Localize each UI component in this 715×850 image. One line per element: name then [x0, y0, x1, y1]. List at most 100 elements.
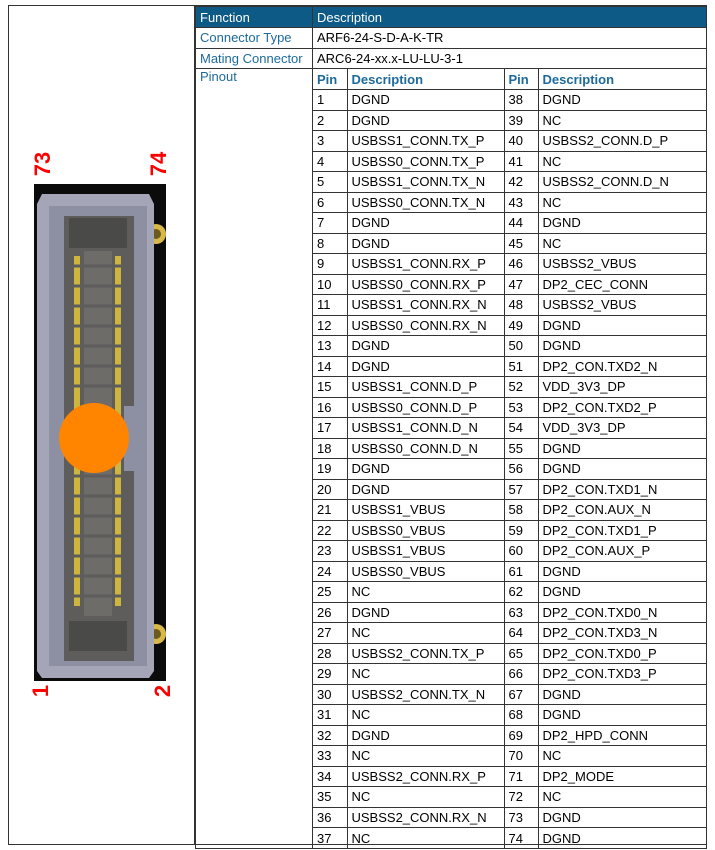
pin-number: 20	[313, 478, 348, 500]
spec-table: Function Description Connector Type ARF6…	[195, 6, 707, 849]
pin-description: DP2_CON.TXD1_N	[537, 478, 706, 500]
pin-number: 33	[313, 745, 348, 767]
pin-number: 37	[313, 827, 348, 848]
pin-description: DP2_CON.TXD0_P	[537, 642, 706, 664]
desc-header: Description	[537, 69, 706, 90]
pin-number: 57	[503, 478, 539, 500]
pin-number: 48	[503, 294, 539, 316]
pin-description: DP2_MODE	[537, 765, 706, 787]
pin-description: NC	[537, 191, 706, 213]
pin-number: 11	[313, 294, 348, 316]
pin-description: USBSS0_VBUS	[346, 560, 505, 582]
pin-description: DGND	[537, 437, 706, 459]
pin-description: DGND	[346, 355, 505, 377]
pin-description: DP2_CON.TXD3_P	[537, 663, 706, 685]
pin-description: USBSS2_CONN.RX_N	[346, 806, 505, 828]
pin-number: 7	[313, 212, 348, 234]
pin-number: 3	[313, 130, 348, 152]
pin-number: 15	[313, 376, 348, 398]
pin-description: NC	[346, 827, 505, 848]
pin-description: DGND	[346, 109, 505, 131]
pin-description: USBSS1_CONN.RX_N	[346, 294, 505, 316]
pin-number: 4	[313, 150, 348, 172]
pin-description: DGND	[537, 335, 706, 357]
pin-number: 6	[313, 191, 348, 213]
pin-number: 23	[313, 540, 348, 562]
pin-description: USBSS2_CONN.TX_P	[346, 642, 505, 664]
connector-type-value: ARF6-24-S-D-A-K-TR	[312, 27, 707, 49]
pin-description: NC	[346, 704, 505, 726]
pin-number: 21	[313, 499, 348, 521]
pin-description: USBSS1_VBUS	[346, 499, 505, 521]
pin-description: DGND	[537, 89, 706, 111]
mating-connector-row: Mating Connector ARC6-24-xx.x-LU-LU-3-1	[195, 47, 707, 69]
pin-description: USBSS2_CONN.TX_N	[346, 683, 505, 705]
pin-number: 60	[503, 540, 539, 562]
pin-number: 36	[313, 806, 348, 828]
pin-description: VDD_3V3_DP	[537, 376, 706, 398]
pin-description: DGND	[346, 335, 505, 357]
header-function: Function	[195, 6, 313, 28]
pin-description: NC	[346, 581, 505, 603]
pin-description: DP2_CON.TXD2_P	[537, 396, 706, 418]
pin-number: 63	[503, 601, 539, 623]
pin-description: DGND	[537, 560, 706, 582]
pin-number: 35	[313, 786, 348, 808]
pin-number: 10	[313, 273, 348, 295]
pin-number: 62	[503, 581, 539, 603]
desc-header: Description	[346, 69, 505, 90]
pin-number: 41	[503, 150, 539, 172]
pin-description: NC	[346, 786, 505, 808]
pin-description: DGND	[346, 89, 505, 111]
pin-description: NC	[346, 663, 505, 685]
pin-description: DP2_CON.TXD2_N	[537, 355, 706, 377]
pin-description: NC	[537, 232, 706, 254]
pin-number: 9	[313, 253, 348, 275]
pin-description: USBSS2_CONN.D_P	[537, 130, 706, 152]
pin-number: 65	[503, 642, 539, 664]
pin-number: 5	[313, 171, 348, 193]
pin-description: NC	[537, 786, 706, 808]
pin-description: USBSS0_VBUS	[346, 519, 505, 541]
pin-number: 54	[503, 417, 539, 439]
pin-description: USBSS0_CONN.D_N	[346, 437, 505, 459]
pin-description: NC	[346, 622, 505, 644]
pin-description: NC	[537, 109, 706, 131]
pin-number: 28	[313, 642, 348, 664]
pin-number: 56	[503, 458, 539, 480]
pin-number: 43	[503, 191, 539, 213]
pin1-marker	[59, 403, 129, 473]
pin-number: 46	[503, 253, 539, 275]
pin-number: 2	[313, 109, 348, 131]
pin-number: 24	[313, 560, 348, 582]
pin-description: DGND	[346, 601, 505, 623]
pin-number: 22	[313, 519, 348, 541]
pin-description: VDD_3V3_DP	[537, 417, 706, 439]
pin-number: 32	[313, 724, 348, 746]
pin-number: 47	[503, 273, 539, 295]
pin-description: DP2_CEC_CONN	[537, 273, 706, 295]
pin-description: DGND	[537, 683, 706, 705]
pinout-table-container: 73 74 1 2 Function	[8, 5, 707, 849]
